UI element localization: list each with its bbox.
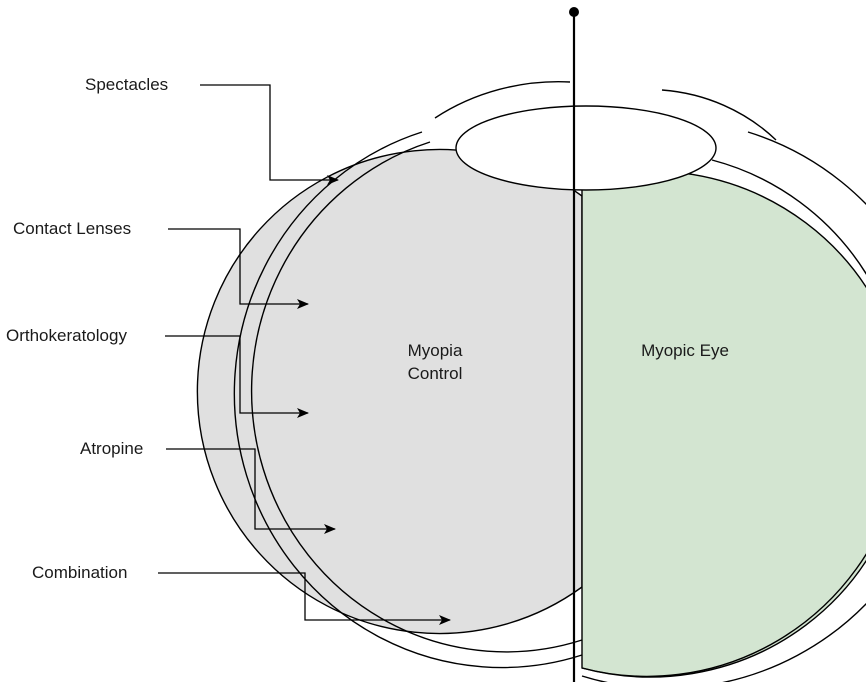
myopic-eye-label: Myopic Eye <box>620 339 750 362</box>
myopia-control-region <box>197 149 582 633</box>
spectacles-arrow <box>200 85 338 180</box>
label-contact-lenses: Contact Lenses <box>13 220 131 237</box>
axis-top-dot <box>569 7 579 17</box>
label-combination: Combination <box>32 564 127 581</box>
label-spectacles: Spectacles <box>85 76 168 93</box>
cornea-ellipse <box>456 106 716 190</box>
myopia-control-line2: Control <box>380 362 490 385</box>
myopia-control-line1: Myopia <box>380 339 490 362</box>
myopia-control-label: Myopia Control <box>380 339 490 385</box>
label-atropine: Atropine <box>80 440 143 457</box>
myopic-eye-region <box>582 171 866 677</box>
label-orthokeratology: Orthokeratology <box>6 327 127 344</box>
